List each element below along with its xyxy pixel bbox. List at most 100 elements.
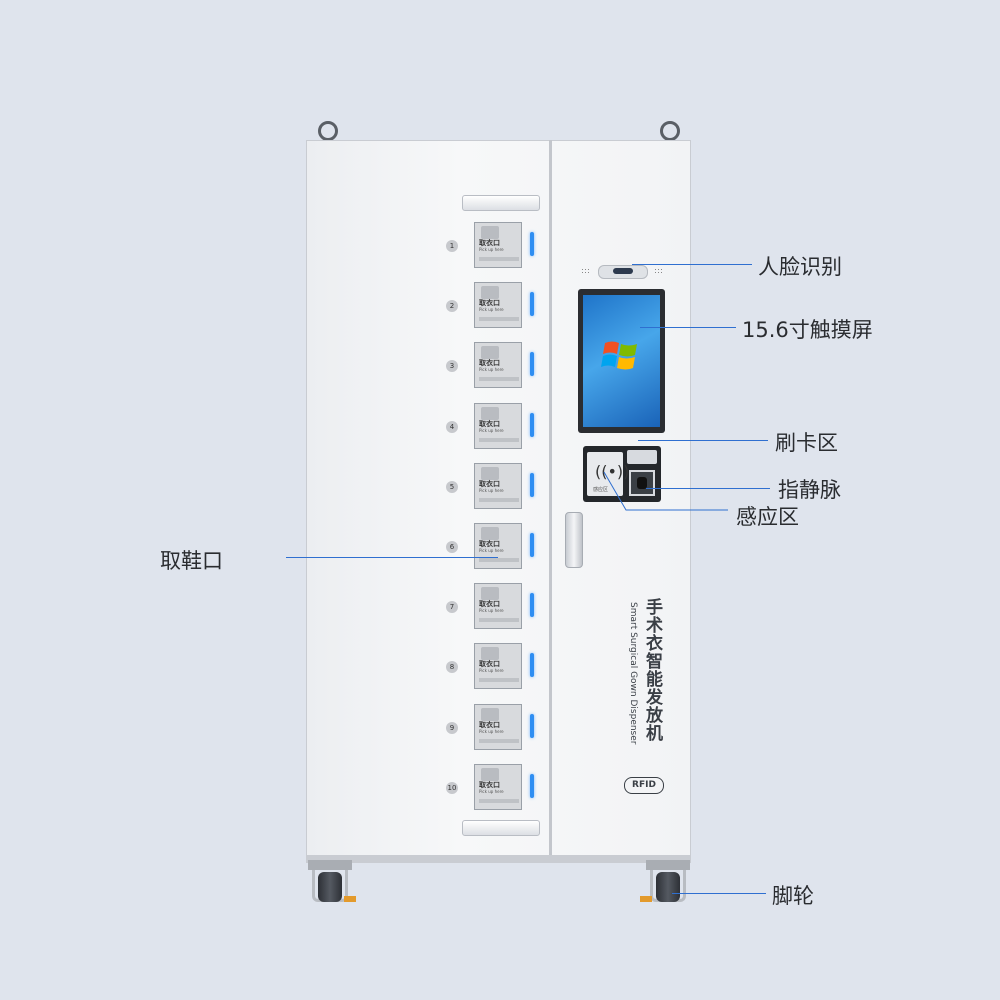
- slot-label: 取衣口: [479, 600, 500, 609]
- caster-left: [308, 860, 352, 906]
- slot-led-indicator: [530, 232, 534, 256]
- caster-plate: [646, 860, 690, 870]
- slot-sublabel: Pick up here: [479, 427, 504, 433]
- slot-number: 5: [446, 480, 458, 493]
- callout-vein: 指静脉: [778, 478, 841, 502]
- callout-wheel: 脚轮: [772, 884, 814, 908]
- slot-number: 2: [446, 300, 458, 313]
- slot-led-indicator: [530, 593, 534, 618]
- callout-line-card: [638, 440, 768, 441]
- slot-label: 取衣口: [479, 540, 500, 548]
- slot-sublabel: Pick up here: [479, 608, 504, 614]
- door-latch[interactable]: [565, 512, 583, 568]
- sensor-label: 感应区: [593, 487, 609, 493]
- callout-line-wheel: [672, 893, 766, 894]
- slot-led-indicator: [530, 352, 534, 377]
- slot-footer-strip: [479, 558, 519, 562]
- slot-number: 9: [446, 721, 458, 734]
- reader-panel: ((•)) 感应区: [583, 446, 661, 502]
- slot-label: 取衣口: [479, 780, 500, 789]
- slot-sublabel: Pick up here: [479, 487, 504, 493]
- slot-footer-strip: [479, 317, 519, 322]
- callout-card: 刷卡区: [775, 431, 838, 455]
- callout-shoe: 取鞋口: [160, 549, 223, 573]
- slot-sublabel: Pick up here: [479, 668, 504, 674]
- callout-line-vein: [646, 488, 770, 489]
- callout-line-screen: [640, 327, 736, 328]
- slot-number: 7: [446, 601, 458, 614]
- slot-sublabel: Pick up here: [479, 367, 504, 373]
- slot-number: 4: [446, 420, 458, 433]
- slot-number: 6: [446, 541, 458, 553]
- shirt-icon: [481, 767, 499, 781]
- rfid-badge: RFID: [624, 777, 664, 794]
- slot-led-indicator: [530, 533, 534, 557]
- speaker-left: [581, 268, 589, 274]
- callout-line-face: [632, 264, 752, 265]
- windows-logo-icon: [601, 341, 637, 370]
- shirt-icon: [481, 466, 499, 480]
- slot-number: 10: [446, 781, 458, 794]
- wheel-icon: [318, 872, 342, 902]
- bottom-handle[interactable]: [462, 820, 540, 836]
- shirt-icon: [481, 286, 499, 300]
- machine-title-cn: 手术衣智能发放机: [642, 598, 662, 742]
- callout-line-sensor: [603, 471, 728, 511]
- eyebolt-left: [318, 121, 338, 141]
- slot-led-indicator: [530, 472, 534, 497]
- touchscreen[interactable]: [583, 295, 660, 427]
- face-camera: [598, 265, 648, 279]
- slot-label: 取衣口: [479, 660, 500, 669]
- machine-title-en: Smart Surgical Gown Dispenser: [628, 602, 638, 745]
- finger-vein-reader[interactable]: [629, 470, 655, 496]
- slot-label: 取衣口: [479, 479, 500, 488]
- shirt-icon: [481, 527, 499, 540]
- slot-footer-strip: [479, 678, 519, 683]
- callout-face: 人脸识别: [758, 255, 842, 279]
- slot-number: 8: [446, 661, 458, 674]
- camera-lens-icon: [613, 268, 633, 274]
- slot-footer-strip: [479, 798, 519, 803]
- slot-sublabel: Pick up here: [479, 788, 504, 794]
- shirt-icon: [481, 647, 499, 661]
- slot-led-indicator: [530, 653, 534, 678]
- eyebolt-right: [660, 121, 680, 141]
- slot-number: 1: [446, 240, 458, 252]
- slot-label: 取衣口: [479, 239, 500, 247]
- slot-led-indicator: [530, 713, 534, 738]
- slot-led-indicator: [530, 292, 534, 317]
- card-swipe-area[interactable]: [627, 450, 657, 464]
- slot-label: 取衣口: [479, 359, 500, 368]
- callout-line-shoe: [286, 557, 498, 558]
- shirt-icon: [481, 406, 499, 420]
- nfc-icon: ((•)): [595, 462, 630, 481]
- slot-footer-strip: [479, 738, 519, 743]
- caster-plate: [308, 860, 352, 870]
- slot-footer-strip: [479, 377, 519, 382]
- top-handle[interactable]: [462, 195, 540, 211]
- slot-led-indicator: [530, 412, 534, 437]
- slot-sublabel: Pick up here: [479, 247, 504, 252]
- slot-label: 取衣口: [479, 299, 500, 308]
- shirt-icon: [481, 226, 499, 239]
